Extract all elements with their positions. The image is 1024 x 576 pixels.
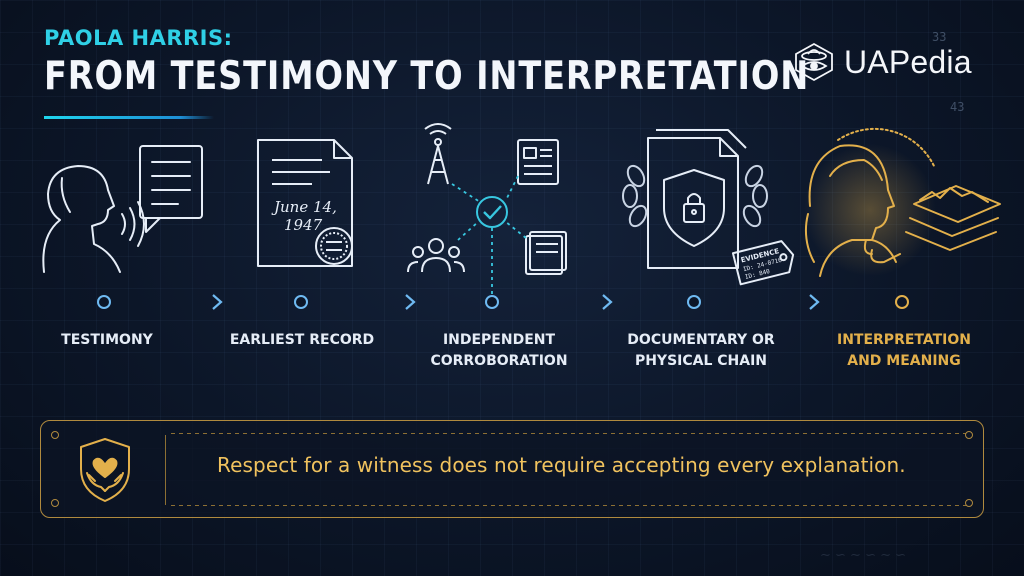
key-message-banner: Respect for a witness does not require a… — [40, 420, 984, 518]
banner-rivet — [51, 431, 59, 439]
step-label-line: CORROBORATION — [430, 353, 568, 369]
network-check-icon — [407, 123, 567, 294]
speaking-witness-icon — [42, 145, 203, 273]
chained-evidence-icon — [622, 129, 795, 286]
arrow-icon — [602, 294, 613, 310]
arrow-icon — [405, 294, 416, 310]
step-label-documentary-chain: DOCUMENTARY OR PHYSICAL CHAIN — [606, 330, 796, 372]
page-title: FROM TESTIMONY TO INTERPRETATION — [44, 54, 810, 99]
book-stack-icon — [525, 231, 567, 275]
antenna-tower-icon — [424, 123, 452, 185]
step-label-line: DOCUMENTARY OR — [627, 332, 775, 348]
step-label-independent-corroboration: INDEPENDENT CORROBORATION — [404, 330, 594, 372]
background-number: 43 — [950, 100, 965, 114]
step-label-line: INTERPRETATION — [836, 332, 971, 348]
step-label-line: TESTIMONY — [61, 332, 153, 348]
step-label-line: EARLIEST RECORD — [229, 332, 375, 348]
timeline-node — [485, 295, 499, 309]
timeline-node — [294, 295, 308, 309]
banner-rivet — [965, 499, 973, 507]
timeline-arrows — [212, 294, 820, 310]
document-date-line1: June 14, — [271, 198, 337, 216]
timeline-node — [97, 295, 111, 309]
step-label-line: INDEPENDENT — [442, 332, 556, 348]
timeline-node — [687, 295, 701, 309]
title-underline — [44, 116, 214, 119]
brand-logo: UAPedia — [790, 40, 972, 84]
decorative-script: ∼ ∽ ∼ ∽ ∼ ∽ — [820, 548, 907, 563]
shield-heart-hands-icon — [75, 435, 135, 509]
page-subtitle: PAOLA HARRIS: — [44, 26, 233, 50]
banner-divider — [165, 435, 166, 505]
arrow-icon — [212, 294, 223, 310]
check-icon — [483, 205, 502, 220]
timeline-nodes — [97, 295, 909, 309]
banner-message: Respect for a witness does not require a… — [217, 453, 906, 477]
step-label-line: PHYSICAL CHAIN — [634, 353, 768, 369]
arrow-icon — [809, 294, 820, 310]
newspaper-icon — [517, 139, 559, 185]
document-date-line2: 1947 — [284, 216, 323, 234]
evidence-tag — [731, 240, 795, 286]
timeline-node — [895, 295, 909, 309]
logo-text: UAPedia — [844, 43, 972, 80]
step-label-line: AND MEANING — [847, 353, 961, 369]
step-label-earliest-record: EARLIEST RECORD — [207, 330, 397, 351]
banner-rivet — [51, 499, 59, 507]
layered-map-icon — [905, 185, 1001, 251]
banner-dashed-rule — [171, 433, 971, 434]
step-label-interpretation: INTERPRETATION AND MEANING — [809, 330, 999, 372]
people-group-icon — [407, 238, 465, 273]
thinking-person-icon — [804, 127, 1001, 277]
background-number: 33 — [932, 30, 947, 44]
dated-document-icon — [257, 139, 353, 267]
banner-dashed-rule — [171, 505, 971, 506]
banner-rivet — [965, 431, 973, 439]
step-label-testimony: TESTIMONY — [12, 330, 202, 351]
ufo-eye-logo-icon — [795, 42, 833, 82]
